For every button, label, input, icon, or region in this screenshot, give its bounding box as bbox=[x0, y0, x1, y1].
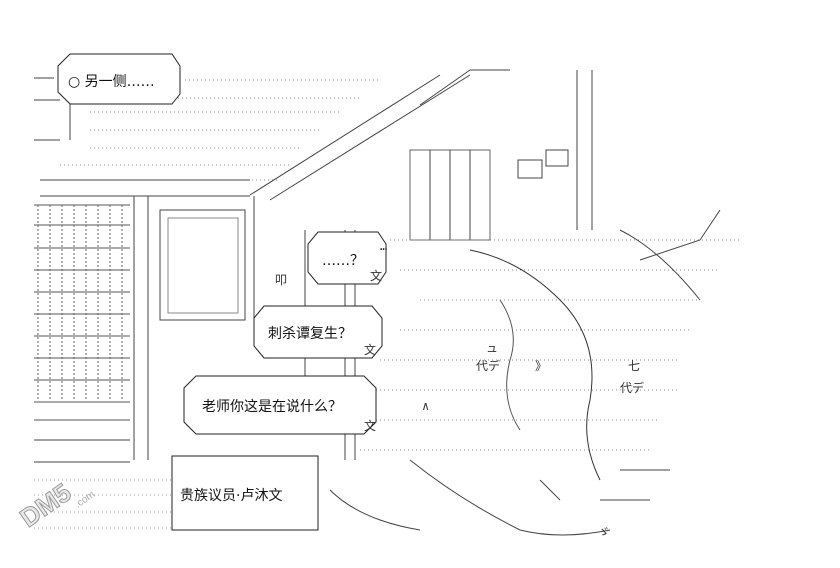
ascii-glyph-daide-1: 代デ bbox=[476, 358, 500, 373]
ascii-glyph-wen-3: 文 bbox=[364, 418, 376, 433]
watermark-subtext: .com bbox=[73, 489, 97, 510]
speech-bubble-question bbox=[307, 231, 387, 285]
caption-assassination: 刺杀谭复生？ bbox=[268, 326, 352, 342]
name-label: 贵族议员·卢沐文 bbox=[180, 488, 283, 504]
ascii-glyph-repeat: ゞ bbox=[598, 525, 610, 539]
ascii-glyph-qi: 七 bbox=[628, 359, 640, 373]
ascii-glyph-wedge: ∧ bbox=[422, 399, 429, 413]
ascii-glyph-kou: 叩 bbox=[275, 273, 287, 287]
caption-question: ……？ bbox=[322, 253, 364, 269]
ascii-glyph-yu: ュ bbox=[486, 341, 498, 355]
ascii-glyph-daide-2: 代デ bbox=[620, 380, 644, 395]
ascii-glyph-bracket: 》 bbox=[535, 359, 547, 373]
building-lines bbox=[34, 69, 740, 536]
ascii-glyph-wen-1: 文 bbox=[370, 268, 382, 283]
caption-other-side: ○ 另一侧…… bbox=[68, 74, 155, 90]
ascii-glyph-dots: … bbox=[380, 239, 387, 253]
dm5-watermark-logo: DM5 .com bbox=[14, 476, 97, 533]
watermark-text: DM5 bbox=[14, 477, 76, 533]
name-label-box bbox=[171, 455, 319, 531]
speech-bubble-assassination bbox=[253, 305, 383, 359]
ascii-glyph-wen-2: 文 bbox=[364, 342, 376, 357]
caption-teacher: 老师你这是在说什么？ bbox=[202, 399, 342, 415]
speech-bubble-other-side bbox=[57, 53, 181, 105]
ascii-glyphs: 叩 文 文 文 … ュ 代デ 》 七 代デ ゞ ∧ bbox=[275, 239, 644, 539]
speech-bubble-teacher bbox=[183, 375, 377, 435]
